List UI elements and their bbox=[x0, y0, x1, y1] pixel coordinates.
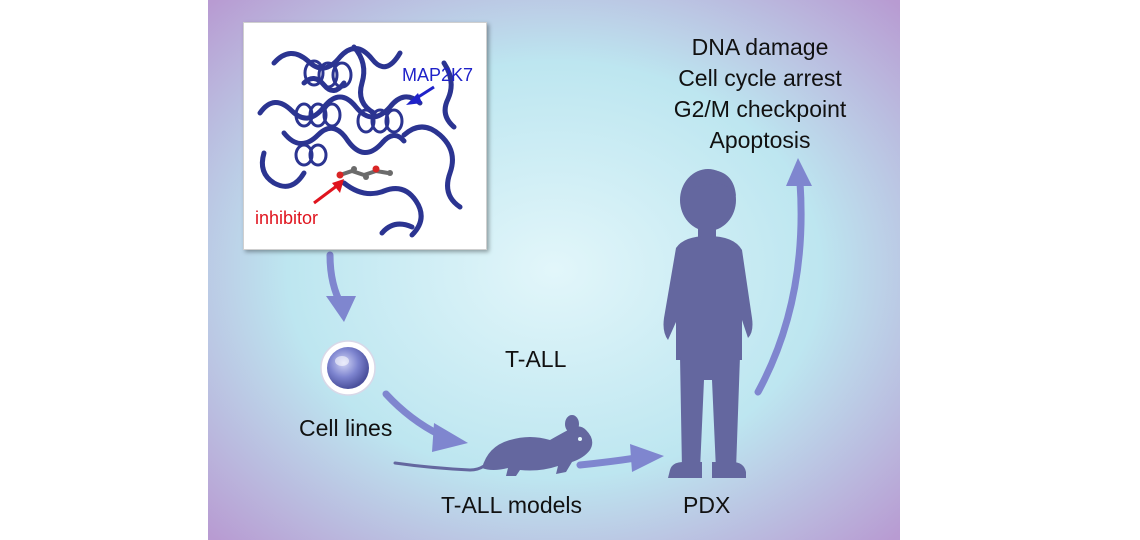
t-all-models-label: T-ALL models bbox=[441, 492, 583, 518]
child-silhouette-icon bbox=[663, 169, 753, 478]
inhibitor-label: inhibitor bbox=[255, 208, 319, 228]
helix-coils-icon bbox=[294, 59, 404, 167]
protein-ribbon-icon bbox=[257, 44, 463, 238]
mouse-icon bbox=[393, 415, 593, 476]
arrow-cell-to-model bbox=[382, 390, 468, 452]
inhibitor-molecule-icon bbox=[336, 165, 393, 180]
outcome-apoptosis: Apoptosis bbox=[709, 127, 811, 153]
outcomes-list: DNA damage Cell cycle arrest G2/M checkp… bbox=[640, 32, 880, 156]
arrow-protein-to-cell bbox=[326, 251, 356, 322]
cell-icon bbox=[320, 340, 376, 396]
cell-lines-label: Cell lines bbox=[299, 415, 393, 441]
inhibitor-pointer-arrow bbox=[313, 179, 344, 205]
map2k7-label: MAP2K7 bbox=[402, 65, 474, 85]
pdx-label: PDX bbox=[683, 492, 731, 518]
diagram-title: T-ALL bbox=[505, 346, 567, 372]
protein-structure-panel bbox=[243, 22, 487, 250]
arrow-pdx-to-outcomes bbox=[754, 158, 812, 396]
outcome-g2m-checkpoint: G2/M checkpoint bbox=[673, 96, 847, 122]
arrow-model-to-pdx bbox=[576, 444, 664, 472]
map2k7-pointer-arrow bbox=[406, 85, 435, 105]
outcome-dna-damage: DNA damage bbox=[691, 34, 829, 60]
outcome-cell-cycle-arrest: Cell cycle arrest bbox=[678, 65, 842, 91]
